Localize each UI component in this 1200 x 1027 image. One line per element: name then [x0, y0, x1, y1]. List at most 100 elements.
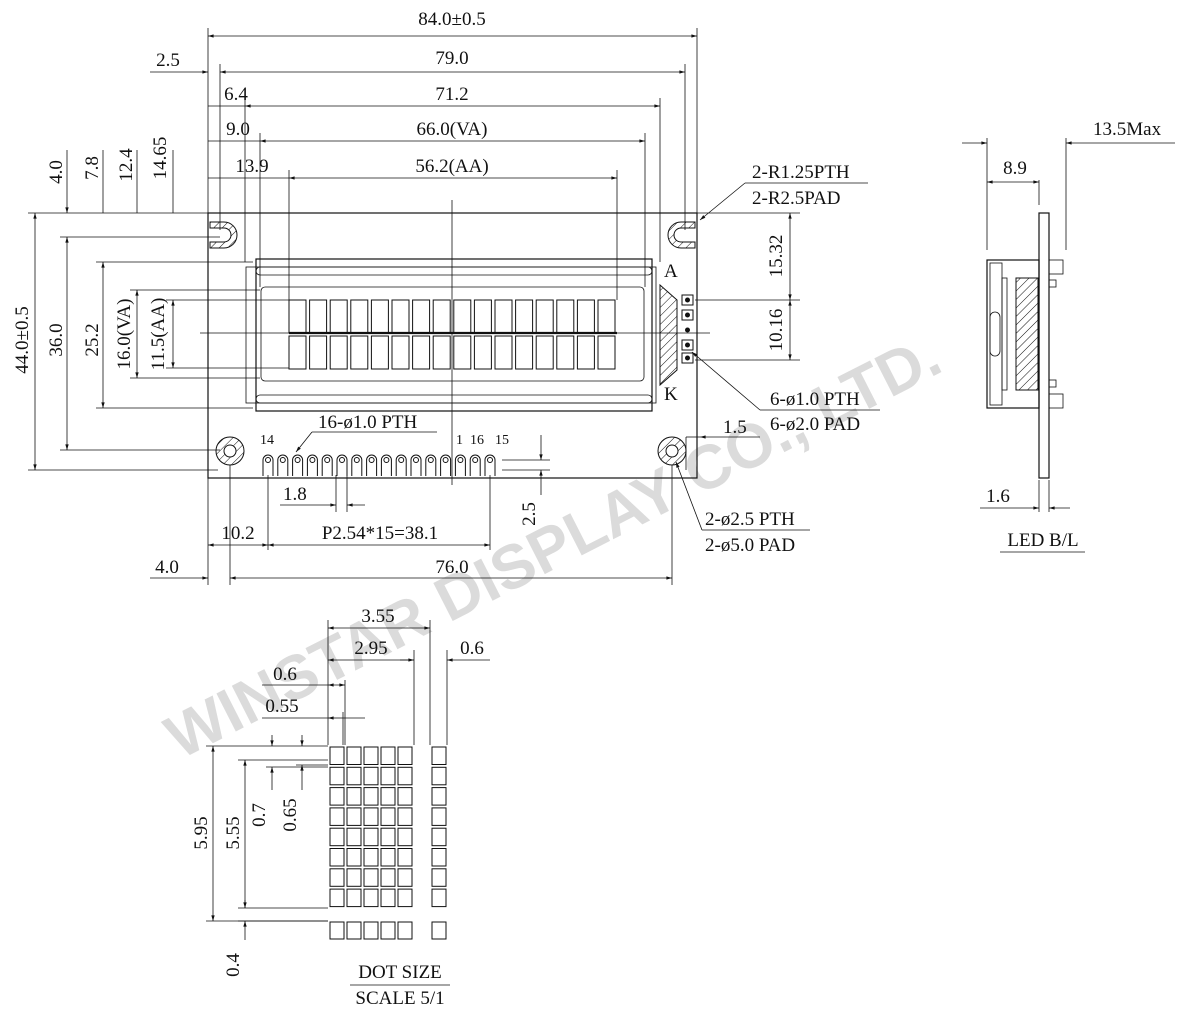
dot-dimension-lines [206, 620, 490, 986]
next-char-dot [431, 921, 447, 940]
hole-pad-label: 2-ø5.0 PAD [705, 535, 795, 556]
dot [363, 888, 379, 908]
dot [329, 787, 345, 806]
dim-char-w: 2.95 [354, 638, 387, 659]
dot [380, 807, 396, 826]
side-backlight [1015, 277, 1039, 391]
led-backlight-tab [659, 283, 678, 387]
led-pad-hole [685, 297, 690, 303]
character-cell [370, 335, 389, 370]
dim-aa-height: 11.5(AA) [148, 298, 169, 371]
character-cell [391, 335, 410, 370]
led-pads [681, 294, 694, 364]
dot [397, 868, 413, 887]
pcb-outline [207, 212, 698, 479]
pin-pad [351, 454, 363, 476]
dot [380, 787, 396, 806]
character-cell [556, 299, 575, 334]
dot [380, 746, 396, 765]
dim-pin-edge: 2.5 [519, 502, 540, 526]
viewing-area [260, 286, 645, 382]
dot [380, 848, 396, 867]
pin-pad [395, 454, 407, 476]
pin-hole [279, 457, 286, 463]
pin-hole [472, 457, 479, 463]
character-cell [412, 335, 431, 370]
dot-scale-label: SCALE 5/1 [355, 988, 444, 1009]
dot [346, 766, 362, 786]
dim-dot-pitch-h: 0.7 [249, 803, 270, 827]
dim-hole-edge: 1.5 [723, 417, 747, 438]
dim-left-va-offset: 12.4 [116, 148, 137, 182]
pin-pad [321, 454, 333, 476]
character-cell [576, 299, 595, 334]
dot [397, 807, 413, 826]
dim-pin-pitch: P2.54*15=38.1 [322, 523, 438, 544]
side-module [986, 259, 1040, 409]
character-cell [370, 299, 389, 334]
next-char-dot [431, 746, 447, 765]
dim-hole-offset: 2.5 [156, 50, 180, 71]
pin-1-16-label: 1 16 [456, 433, 484, 448]
dot [346, 827, 362, 847]
pin-pad [292, 454, 304, 476]
dot [346, 848, 362, 867]
character-cell [597, 335, 616, 370]
dim-pin-offset: 10.2 [221, 523, 254, 544]
half-hole-pad-label: 2-R2.5PAD [752, 188, 841, 209]
dim-char-gap: 0.6 [460, 638, 484, 659]
dim-char-h: 5.55 [223, 816, 244, 849]
character-cell [556, 335, 575, 370]
pin-pad [484, 454, 496, 476]
pin-hole [413, 457, 419, 463]
dim-bottom-hole-pitch: 76.0 [435, 557, 468, 578]
cursor-dot [329, 921, 345, 940]
next-char-dot [431, 848, 447, 867]
top-dimension-lines [150, 34, 697, 180]
dot [380, 888, 396, 908]
dim-overall-height: 44.0±0.5 [12, 306, 33, 373]
dot-size-detail: 3.55 2.95 0.6 0.6 0.55 5.95 5.55 0.7 0.6… [191, 606, 490, 1009]
pin-pad [425, 454, 437, 476]
next-char-dot [431, 766, 447, 786]
pin-row [262, 454, 496, 476]
dim-pcb-thickness: 1.6 [986, 486, 1010, 507]
dot [380, 766, 396, 786]
dim-led-pitch: 10.16 [766, 309, 787, 352]
anode-label: A [664, 261, 678, 282]
dot [346, 807, 362, 826]
pin-pad [440, 454, 452, 476]
character-cell [391, 299, 410, 334]
extension-lines [28, 28, 698, 471]
pin-pad [410, 454, 422, 476]
led-pad-hole [685, 327, 690, 333]
dot [346, 888, 362, 908]
dim-dot-h: 0.65 [280, 798, 301, 831]
led-pad-label: 6-ø2.0 PAD [770, 414, 860, 435]
dim-pin-gap: 1.8 [283, 484, 307, 505]
pin-15-label: 15 [495, 433, 509, 448]
dim-dot-pitch-w: 0.6 [273, 664, 297, 685]
half-hole-pth-label: 2-R1.25PTH [752, 162, 850, 183]
character-cell [494, 299, 513, 334]
character-cell [288, 299, 307, 334]
character-cell [350, 335, 369, 370]
character-cell [432, 335, 451, 370]
dim-aa-width: 56.2(AA) [415, 156, 488, 177]
dot [329, 766, 345, 786]
bottom-dimension-lines [150, 431, 673, 585]
pin-pad [454, 454, 466, 476]
hole-pth-label: 2-ø2.5 PTH [705, 509, 795, 530]
dim-aa-offset: 13.9 [235, 156, 268, 177]
character-cell [515, 335, 534, 370]
dot [363, 807, 379, 826]
dot [329, 848, 345, 867]
pin-hole [398, 457, 405, 463]
character-cell [473, 299, 492, 334]
dot [363, 827, 379, 847]
dim-char-pitch-w: 3.55 [361, 606, 394, 627]
pin-hole [487, 457, 493, 463]
next-char-dot [431, 888, 447, 908]
dim-va-offset: 9.0 [226, 119, 250, 140]
dim-module-offset: 6.4 [224, 84, 248, 105]
